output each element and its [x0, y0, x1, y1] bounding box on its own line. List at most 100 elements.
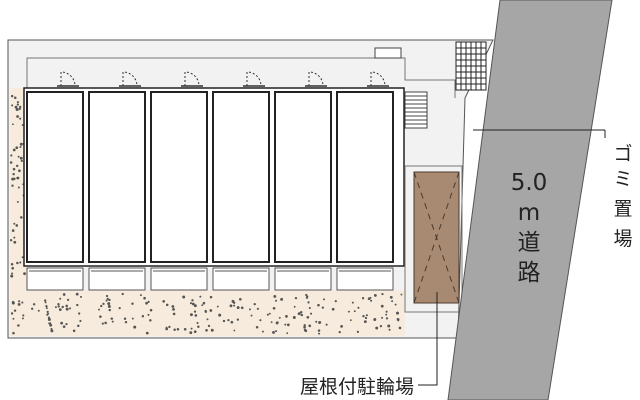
garbage-label-char-2: ミ: [613, 168, 632, 190]
garden-dot: [104, 321, 107, 325]
garden-dot: [15, 164, 19, 168]
garden-dot: [249, 308, 251, 311]
garden-dot: [206, 318, 209, 321]
garden-dot: [255, 325, 259, 329]
entrance-doors: [57, 71, 389, 87]
garden-dot: [322, 298, 325, 301]
garden-dot: [75, 292, 79, 296]
garden-dot: [318, 321, 322, 324]
garden-dot: [139, 294, 142, 297]
garden-dot: [16, 177, 19, 180]
garden-dot: [227, 318, 230, 322]
garden-dot: [334, 300, 337, 303]
garden-dot: [236, 318, 240, 321]
garden-dot: [19, 105, 22, 109]
garbage-label-char-3: 置: [613, 198, 632, 220]
garden-dot: [99, 315, 102, 318]
garden-dot: [190, 327, 193, 330]
garden-dot: [250, 314, 253, 317]
garden-dot: [44, 301, 47, 304]
apartment-units: [26, 91, 394, 263]
road-name-char-1: 道: [518, 230, 541, 256]
garden-dot: [381, 292, 384, 296]
garden-dot: [193, 310, 197, 313]
garden-dot: [259, 319, 262, 322]
garden-dot: [172, 312, 176, 316]
garden-dot: [284, 323, 287, 326]
balcony: [26, 267, 84, 291]
garden-dot: [273, 294, 277, 298]
garden-dot: [58, 308, 62, 312]
garden-dot: [171, 305, 175, 308]
garden-dot: [11, 272, 14, 275]
garden-dot: [287, 323, 290, 327]
garden-dot: [16, 103, 19, 106]
garden-dot: [176, 327, 180, 331]
garden-dot: [11, 104, 14, 107]
garden-dot: [47, 317, 51, 321]
door-swing: [370, 71, 386, 87]
garden-dot: [79, 319, 82, 323]
garden-dot: [11, 184, 14, 187]
garden-dot: [218, 313, 222, 317]
garden-dot: [216, 305, 219, 308]
garden-dot: [361, 297, 365, 300]
garden-dot: [143, 296, 146, 300]
bicycle-parking-label: 屋根付駐輪場: [300, 376, 414, 398]
garden-dot: [162, 300, 165, 303]
garden-dot: [12, 331, 15, 335]
garden-dot: [78, 312, 81, 315]
garden-dot: [19, 216, 23, 219]
balcony: [336, 267, 394, 291]
garden-dot: [19, 156, 23, 160]
balcony: [150, 267, 208, 291]
garden-dot: [11, 229, 15, 232]
garden-dot: [133, 325, 137, 329]
garden-dot: [385, 310, 388, 313]
garden-dot: [105, 299, 108, 302]
garden-dot: [325, 323, 328, 326]
garden-dot: [388, 328, 391, 331]
garden-dot: [364, 316, 368, 320]
garden-dot: [266, 313, 269, 316]
garden-dot: [62, 325, 66, 328]
garden-dot: [9, 239, 13, 242]
apartment-unit: [26, 91, 84, 263]
garden-dot: [210, 328, 214, 332]
garden-dot: [233, 329, 236, 332]
garden-dot: [268, 312, 271, 315]
garden-dot: [297, 312, 301, 316]
garden-dot: [10, 274, 14, 278]
garden-dot: [72, 329, 76, 333]
garden-dot: [18, 169, 21, 173]
garden-dot: [381, 316, 384, 319]
garden-dot: [60, 321, 64, 325]
garden-dot: [15, 146, 19, 150]
garden-dot: [387, 324, 391, 328]
garden-dot: [189, 302, 193, 305]
garden-dot: [124, 320, 128, 324]
garden-dot: [12, 317, 15, 320]
garden-dot: [168, 325, 171, 329]
door-swing: [308, 71, 324, 87]
garden-dot: [19, 142, 23, 146]
garden-dot: [13, 96, 17, 100]
garden-dot: [261, 330, 264, 333]
garden-dot: [68, 307, 72, 310]
bicycle-parking-area: [404, 165, 463, 313]
walkway-outline: [26, 57, 456, 98]
garden-dot: [172, 307, 175, 311]
road-name-char-2: 路: [518, 260, 541, 286]
garden-dot: [100, 304, 103, 308]
garden-dot: [62, 293, 66, 296]
garden-dot: [43, 299, 47, 302]
balcony-row: [26, 267, 394, 291]
garden-dot: [105, 294, 109, 298]
garden-dot: [111, 320, 114, 323]
garden-dot: [370, 299, 373, 302]
garden-dot: [21, 124, 24, 126]
garden-dot: [379, 324, 383, 328]
balcony: [88, 267, 146, 291]
garden-dot: [285, 314, 288, 318]
garden-dot: [209, 309, 213, 312]
